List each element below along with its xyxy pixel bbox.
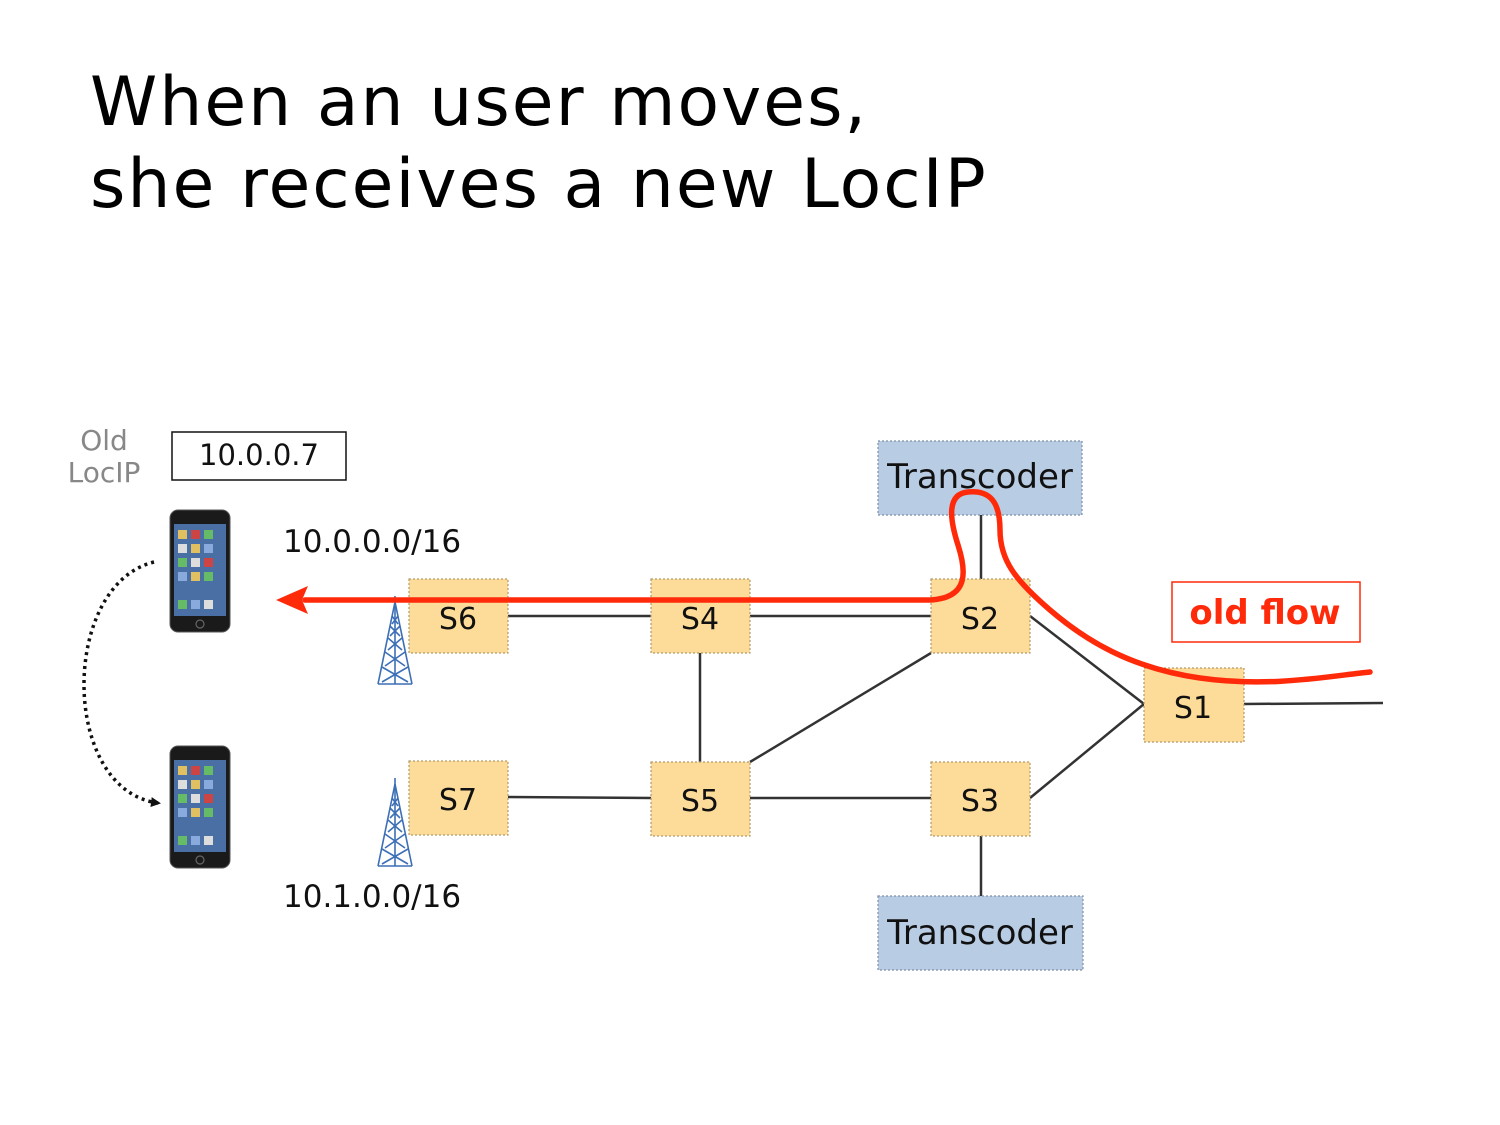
slide-title: When an user moves, she receives a new L… (90, 62, 988, 226)
old-locip-box (171, 431, 347, 481)
switch-s6-box (408, 578, 509, 654)
link-s5-s2 (749, 651, 932, 764)
cell-tower-icon (377, 778, 413, 867)
switch-s5-label: S5 (681, 784, 719, 819)
old-flow-arrowhead (276, 586, 308, 614)
transcoder-top-box (877, 440, 1083, 516)
link-s2-s1 (1029, 615, 1145, 705)
switch-s7-box (408, 760, 509, 836)
old-flow-label: old flow (1189, 593, 1340, 633)
move-arrow (82, 560, 161, 808)
cell-tower-icon (377, 596, 413, 685)
switch-s1-label: S1 (1174, 691, 1212, 726)
smartphone-icon (169, 509, 231, 633)
switch-s6-label: S6 (439, 602, 477, 637)
switch-s2: S2 (930, 578, 1031, 654)
old-flow-label-box (1171, 581, 1361, 643)
link-s3-s1 (1029, 703, 1145, 799)
transcoder-bottom-box (877, 895, 1084, 971)
switch-s7-label: S7 (439, 783, 477, 818)
switch-s3-label: S3 (961, 784, 999, 819)
old-flow-path (302, 489, 1373, 685)
switch-s3: S3 (930, 761, 1031, 837)
switch-s7: S7 (408, 760, 509, 836)
old-locip-label-line1: Old (80, 424, 128, 457)
link-s1-external (1243, 701, 1384, 706)
smartphone-icon (169, 745, 231, 869)
title-line-2: she receives a new LocIP (90, 145, 988, 224)
switch-s6: S6 (408, 578, 509, 654)
transcoder-bottom-label: Transcoder (886, 913, 1073, 953)
switch-s5-box (650, 761, 751, 837)
switch-s4-label: S4 (681, 602, 719, 637)
subnet-bottom-label: 10.1.0.0/16 (283, 879, 461, 915)
network-links (507, 515, 1384, 896)
switch-s4: S4 (650, 578, 751, 654)
subnet-top-label: 10.0.0.0/16 (283, 524, 461, 560)
old-locip-label-line2: LocIP (68, 456, 141, 489)
link-s7-s5 (507, 795, 652, 800)
title-line-1: When an user moves, (90, 63, 869, 142)
transcoder-top: Transcoder (877, 440, 1083, 516)
switch-s3-box (930, 761, 1031, 837)
switch-s5: S5 (650, 761, 751, 837)
transcoder-bottom: Transcoder (877, 895, 1084, 971)
old-locip-value: 10.0.0.7 (199, 438, 319, 472)
switch-s2-box (930, 578, 1031, 654)
switch-s4-box (650, 578, 751, 654)
switch-s2-label: S2 (961, 602, 999, 637)
switch-s1: S1 (1143, 667, 1245, 743)
